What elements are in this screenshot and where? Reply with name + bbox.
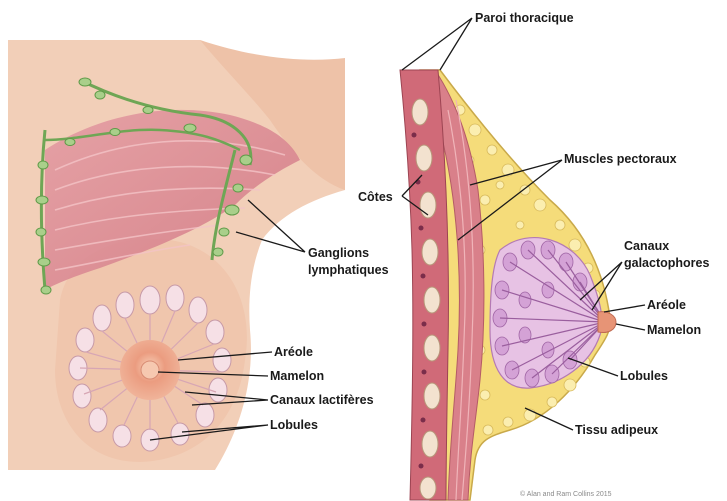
- label-areole-left: Aréole: [274, 345, 313, 359]
- label-mamelon-right: Mamelon: [647, 323, 701, 337]
- label-muscles-pectoraux: Muscles pectoraux: [564, 152, 677, 166]
- nipple-sagittal: [598, 312, 616, 333]
- label-paroi-thoracique: Paroi thoracique: [475, 11, 574, 25]
- copyright-credit: © Alan and Ram Collins 2015: [520, 490, 612, 498]
- nipple-frontal: [141, 361, 159, 379]
- label-mamelon-left: Mamelon: [270, 369, 324, 383]
- label-tissu-adipeux: Tissu adipeux: [575, 423, 658, 437]
- leader-areole-right: [604, 305, 645, 312]
- label-canaux-lactiferes: Canaux lactifères: [270, 393, 374, 407]
- label-canaux-galactophores-line1: Canaux: [624, 239, 669, 253]
- label-ganglions-line1: Ganglions: [308, 246, 369, 260]
- leader-mamelon-right: [616, 324, 645, 330]
- label-ganglions-line2: lymphatiques: [308, 263, 389, 277]
- label-lobules-right: Lobules: [620, 369, 668, 383]
- leader-paroi-thoracique: [402, 18, 472, 70]
- label-lobules-left: Lobules: [270, 418, 318, 432]
- label-areole-right: Aréole: [647, 298, 686, 312]
- label-cotes: Côtes: [358, 190, 393, 204]
- label-canaux-galactophores-line2: galactophores: [624, 256, 709, 270]
